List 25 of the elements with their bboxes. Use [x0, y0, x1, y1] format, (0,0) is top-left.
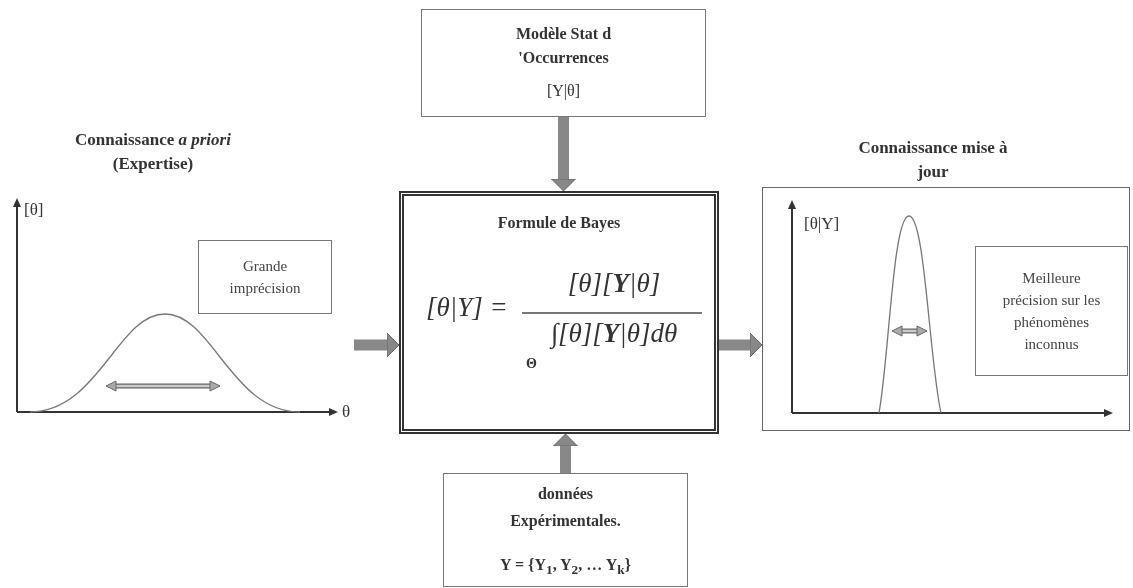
box-title: Formule de Bayes — [496, 214, 622, 232]
formula-text: [Y|θ] — [545, 82, 582, 100]
formula-text: Y = {Y$_{1}$, Y$_{2}$, … Y$_{k}$} — [499, 556, 632, 579]
block-arrow — [719, 332, 763, 358]
formula-text: ∫[θ][Y|θ]dθ — [548, 318, 679, 349]
formula-text: [θ|Y] = — [426, 292, 508, 323]
box-title: données Expérimentales. — [509, 484, 622, 532]
data-box — [443, 473, 688, 587]
model-box — [421, 9, 706, 117]
axis-label: θ — [342, 402, 351, 422]
text-box — [198, 240, 332, 314]
axis-label: [θ] — [24, 200, 44, 220]
box-title: Modèle Stat d 'Occurrences — [514, 24, 613, 68]
formula-box — [399, 191, 719, 434]
axis-label: [θ|Y] — [804, 214, 840, 234]
block-arrow — [551, 117, 576, 192]
formula-text: Θ — [526, 356, 537, 372]
panel-heading: Connaissance mise à jour — [857, 137, 1009, 183]
note-text: Meilleure précision sur les phénomènes inconnus — [1001, 269, 1102, 354]
note-text: Grande imprécision — [228, 257, 302, 298]
block-arrow — [354, 332, 400, 358]
text-box — [975, 246, 1128, 376]
panel-heading: Connaissance a priori (Expertise) — [74, 129, 232, 175]
block-arrow — [553, 433, 578, 473]
formula-text: [θ][Y|θ] — [566, 268, 662, 299]
